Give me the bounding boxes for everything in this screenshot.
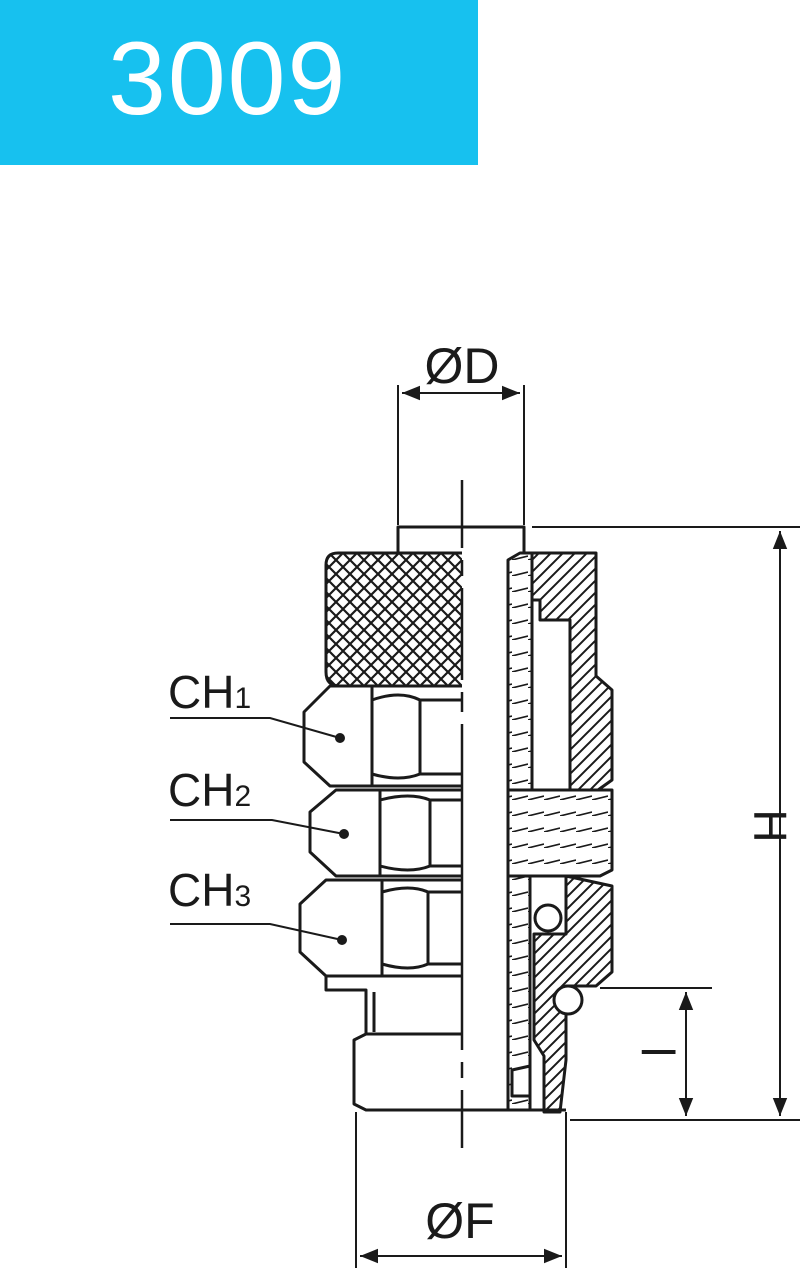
label-ch2: CH2 bbox=[168, 764, 251, 816]
label-dia-f: ØF bbox=[425, 1193, 494, 1249]
dimensions bbox=[170, 385, 800, 1268]
product-code: 3009 bbox=[108, 21, 348, 137]
label-dia-d: ØD bbox=[425, 338, 500, 394]
label-height: H bbox=[744, 809, 796, 842]
section-view bbox=[462, 525, 614, 1114]
leader-dots bbox=[335, 733, 349, 945]
code-banner: 3009 bbox=[0, 0, 478, 165]
label-ch3: CH3 bbox=[168, 864, 251, 916]
exterior-view bbox=[298, 525, 462, 1112]
label-length: l bbox=[632, 1047, 684, 1057]
label-ch1: CH1 bbox=[168, 666, 251, 718]
